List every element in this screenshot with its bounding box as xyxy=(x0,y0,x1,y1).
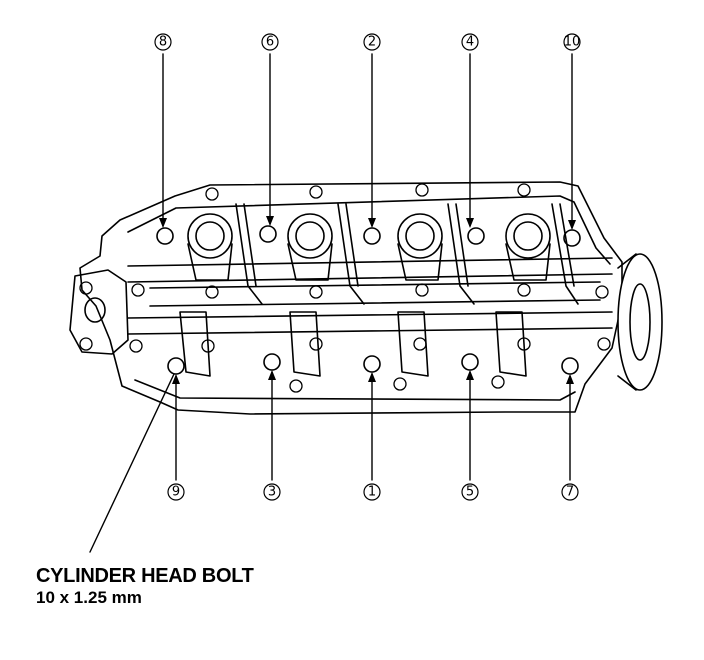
rocker-arm-group-2 xyxy=(287,203,365,377)
sequence-number: 8 xyxy=(159,35,167,50)
rocker-arm-group-4 xyxy=(495,203,579,377)
sequence-marker xyxy=(563,33,581,51)
flange-bolts xyxy=(79,183,611,393)
end-cap-left xyxy=(69,269,129,355)
sequence-number: 10 xyxy=(564,35,581,50)
sequence-number: 5 xyxy=(466,485,474,500)
rocker-arm-group-3 xyxy=(397,203,475,377)
head-bolts xyxy=(156,225,581,375)
sequence-number: 7 xyxy=(566,485,574,500)
sequence-number: 4 xyxy=(466,35,474,50)
rocker-shaft-lower xyxy=(127,311,613,335)
caption-title: CYLINDER HEAD BOLT xyxy=(36,565,254,587)
sequence-marker xyxy=(261,33,279,51)
rocker-shaft-upper xyxy=(127,257,613,283)
sequence-marker xyxy=(363,33,381,51)
sequence-number: 9 xyxy=(172,485,180,500)
sequence-marker xyxy=(461,483,479,501)
sequence-number: 1 xyxy=(368,485,376,500)
cylinder-head-outline xyxy=(79,181,623,415)
bolt-caption: CYLINDER HEAD BOLT 10 x 1.25 mm xyxy=(36,565,254,609)
sequence-number: 6 xyxy=(266,35,274,50)
caption-leader xyxy=(89,373,175,553)
rocker-arm-group-1 xyxy=(179,203,263,377)
sequence-number: 3 xyxy=(268,485,276,500)
sequence-marker xyxy=(363,483,381,501)
sequence-number: 2 xyxy=(368,35,376,50)
sequence-marker xyxy=(461,33,479,51)
sequence-marker xyxy=(561,483,579,501)
cam-pulley xyxy=(617,253,663,391)
sequence-marker xyxy=(167,483,185,501)
caption-size: 10 x 1.25 mm xyxy=(36,588,142,607)
camshaft xyxy=(149,281,601,307)
sequence-marker xyxy=(154,33,172,51)
sequence-marker xyxy=(263,483,281,501)
arrow-heads xyxy=(159,216,576,384)
leader-lines xyxy=(89,53,573,553)
